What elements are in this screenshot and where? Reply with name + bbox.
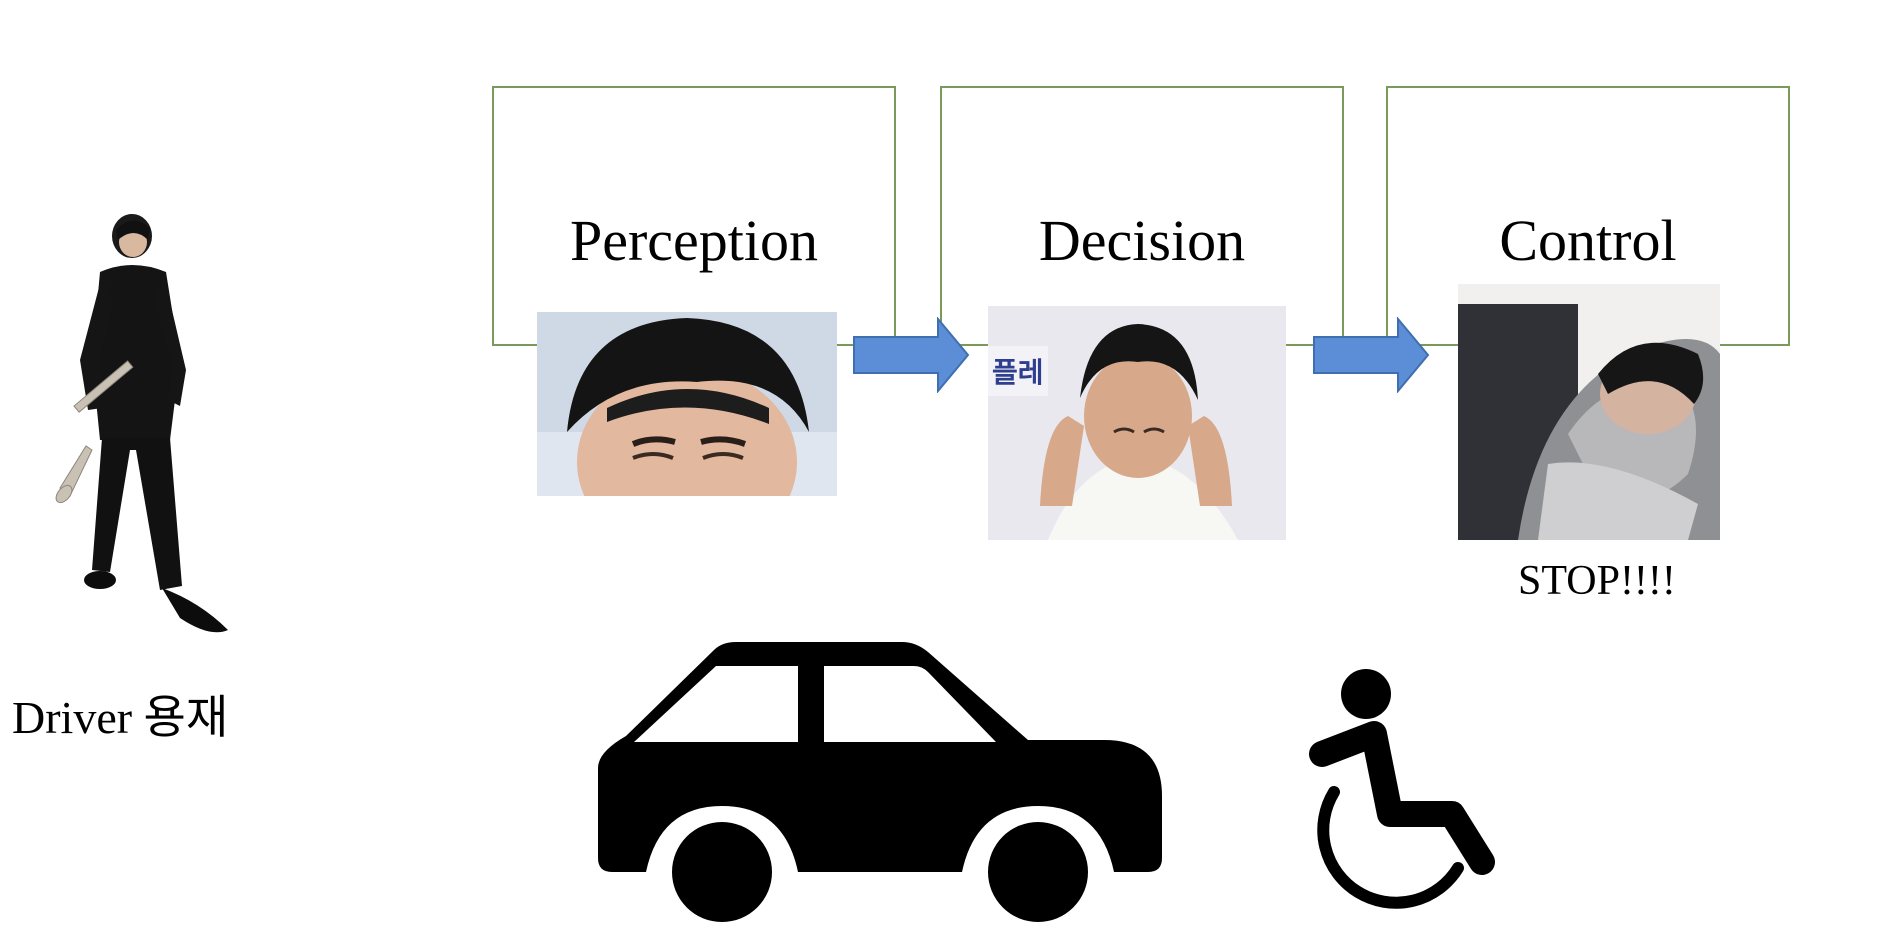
driver-label: Driver 용재 [12,692,229,743]
decision-photo: 플레 [988,306,1286,540]
perception-to-decision-arrow [852,316,970,394]
control-photo [1458,284,1720,540]
driver-figure [30,210,240,650]
decision-label: Decision [1038,208,1246,273]
decision-to-control-arrow [1312,316,1430,394]
perception-label: Perception [569,208,819,273]
perception-photo [537,312,837,496]
control-label: Control [1499,208,1677,273]
wheelchair-icon [1286,664,1496,920]
driver-person-image [55,214,228,633]
decision-box [940,86,1344,346]
svg-text:플레: 플레 [992,356,1044,389]
stop-caption: STOP!!!! [1518,558,1676,604]
car-icon [596,636,1166,932]
